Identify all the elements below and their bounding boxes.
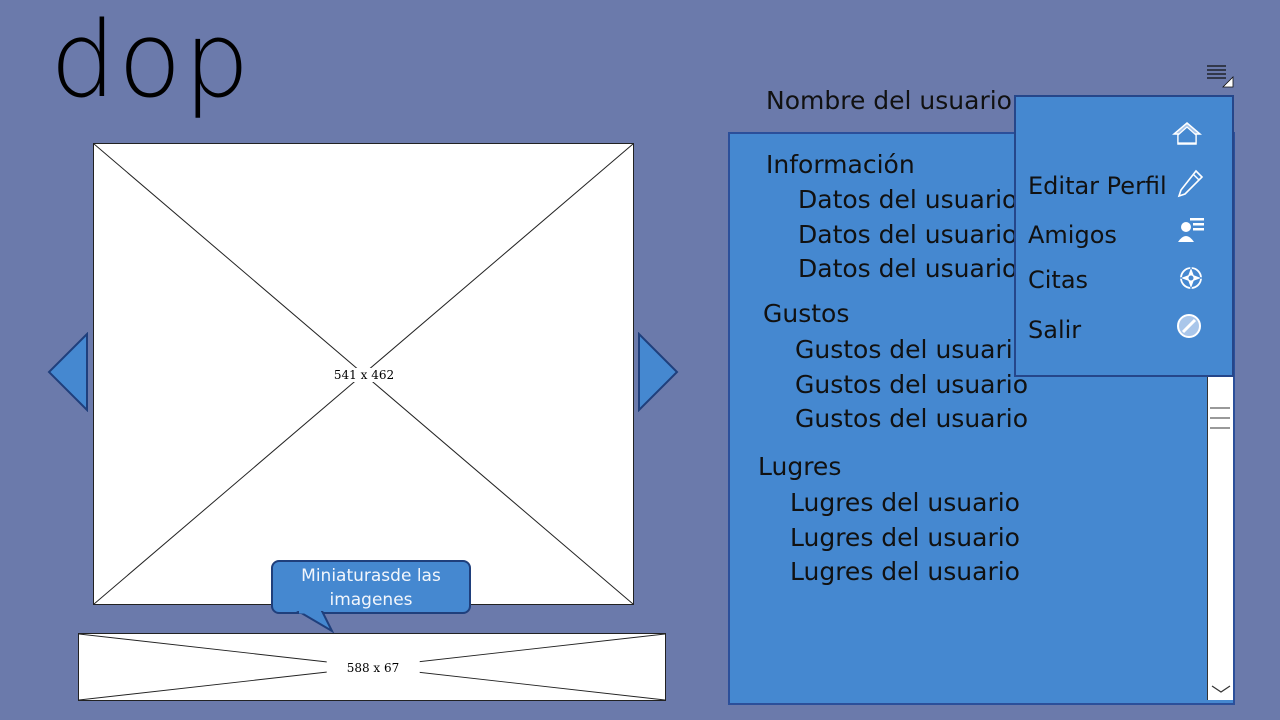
user-likes-item: Gustos del usuario (795, 404, 1029, 433)
scrollbar-thumb-grip[interactable] (1208, 375, 1234, 700)
menu-item-amigos[interactable]: Amigos (1028, 221, 1117, 249)
user-data-item: Datos del usuario (798, 220, 1018, 249)
main-image-size-label: 541 x 462 (331, 368, 397, 382)
user-places-item: Lugres del usuario (790, 523, 1020, 552)
compass-icon[interactable] (1178, 265, 1204, 291)
profile-username: Nombre del usuario (766, 86, 1012, 115)
app-logo: dop (50, 0, 252, 121)
section-heading-lugres: Lugres (758, 452, 842, 481)
friends-icon[interactable] (1176, 215, 1206, 243)
main-image-placeholder: 541 x 462 (93, 143, 634, 605)
section-heading-informacion: Información (766, 150, 915, 179)
user-data-item: Datos del usuario (798, 254, 1018, 283)
user-places-item: Lugres del usuario (790, 557, 1020, 586)
info-panel-scrollbar[interactable] (1207, 375, 1233, 700)
thumbnails-callout: Miniaturasde las imagenes (271, 560, 471, 614)
section-heading-gustos: Gustos (763, 299, 850, 328)
home-icon[interactable] (1172, 121, 1202, 147)
user-data-item: Datos del usuario (798, 185, 1018, 214)
block-icon[interactable] (1175, 312, 1203, 340)
pencil-icon[interactable] (1176, 169, 1204, 199)
user-likes-item: Gustos del usuario (795, 335, 1029, 364)
menu-icon[interactable] (1205, 63, 1235, 91)
previous-image-arrow[interactable] (47, 332, 89, 412)
user-places-item: Lugres del usuario (790, 488, 1020, 517)
menu-item-salir[interactable]: Salir (1028, 316, 1082, 344)
thumbnails-strip[interactable]: 588 x 67 (78, 633, 666, 701)
profile-info-panel: Información Datos del usuario Datos del … (728, 132, 1235, 705)
menu-item-editar-perfil[interactable]: Editar Perfil (1028, 172, 1167, 200)
thumbnails-size-label: 588 x 67 (326, 661, 420, 675)
next-image-arrow[interactable] (637, 332, 679, 412)
user-likes-item: Gustos del usuario (795, 370, 1029, 399)
callout-tail (296, 611, 335, 633)
menu-item-citas[interactable]: Citas (1028, 266, 1089, 294)
navigation-dropdown-menu: Editar Perfil Amigos Citas Salir (1014, 95, 1234, 377)
